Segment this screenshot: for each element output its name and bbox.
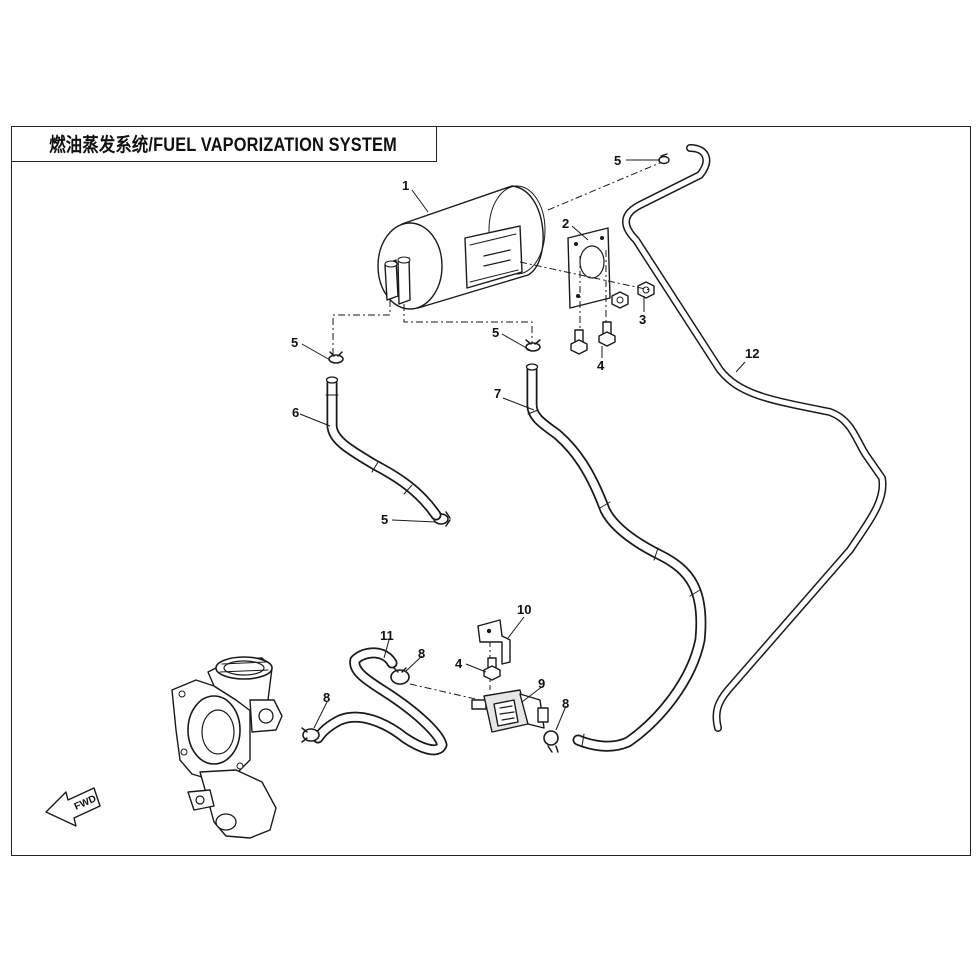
canister-bracket: [567, 227, 611, 309]
callout-6: 6: [292, 405, 299, 420]
bolt-lower: [483, 657, 501, 681]
callout-5-mid: 5: [492, 325, 499, 340]
callout-12: 12: [745, 346, 759, 361]
clamp-5-top: [658, 153, 670, 165]
callout-4-upper: 4: [597, 358, 605, 373]
callouts: 1 2 3 4 5 5 5 5 6 7 8 8 8 9 10 4 11 12: [291, 153, 759, 711]
hose-12: [622, 144, 887, 732]
callout-5-lower: 5: [381, 512, 388, 527]
callout-10: 10: [517, 602, 531, 617]
callout-7: 7: [494, 386, 501, 401]
callout-1: 1: [402, 178, 409, 193]
purge-valve: [471, 689, 549, 733]
title-box: 燃油蒸发系统/FUEL VAPORIZATION SYSTEM: [11, 126, 437, 162]
hose-11: [312, 647, 448, 756]
callout-2: 2: [562, 216, 569, 231]
assembly-lines: [332, 161, 663, 701]
nuts: [611, 281, 655, 309]
leader-lines: [299, 159, 746, 731]
callout-8-left: 8: [323, 690, 330, 705]
hose-6: [325, 376, 442, 521]
throttle-body: [171, 656, 283, 839]
bolts-upper: [570, 321, 616, 355]
callout-11: 11: [380, 628, 394, 643]
hose-7: [525, 363, 707, 752]
valve-bracket: [477, 619, 511, 665]
clamp-8-mid: [390, 667, 410, 685]
callout-3: 3: [639, 312, 646, 327]
callout-9: 9: [538, 676, 545, 691]
callout-8-mid: 8: [418, 646, 425, 661]
callout-4-lower: 4: [455, 656, 463, 671]
diagram-frame: [11, 126, 971, 856]
callout-5-top: 5: [614, 153, 621, 168]
callout-8-right: 8: [562, 696, 569, 711]
page-title: 燃油蒸发系统/FUEL VAPORIZATION SYSTEM: [49, 135, 398, 156]
clamp-5-mid: [525, 339, 541, 352]
canister: [377, 185, 546, 310]
fwd-arrow: FWD: [45, 787, 101, 827]
callout-5-left: 5: [291, 335, 298, 350]
clamp-5-left: [328, 351, 344, 364]
clamp-8-right: [543, 730, 559, 753]
clamp-8-left: [301, 727, 320, 743]
